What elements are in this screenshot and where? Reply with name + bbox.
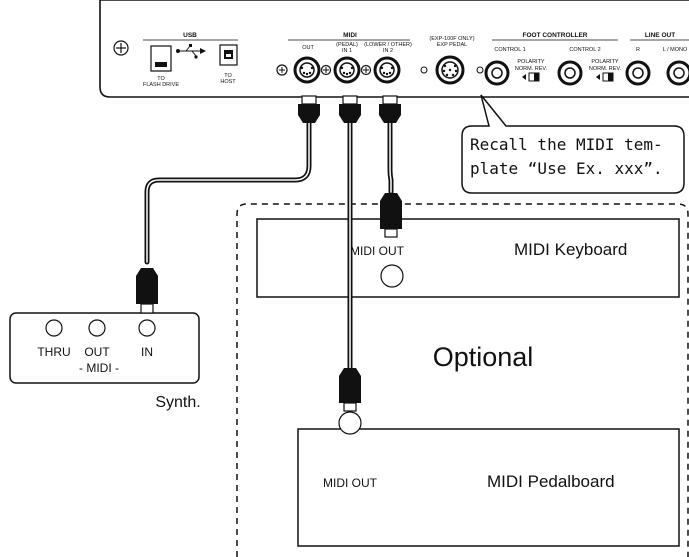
line-out-lmono-label: L / MONO [663, 47, 688, 53]
synth-out-port[interactable] [88, 319, 106, 337]
midi-header: MIDI [343, 32, 357, 39]
midi-in1-label-1: (PEDAL) [336, 42, 358, 48]
norm-rev2-label: NORM. REV. [589, 66, 622, 72]
control1-label: CONTROL 1 [494, 47, 525, 53]
rear-panel: USB TO FLASH DRIVE TO [99, 0, 689, 98]
midi-plug-icon [298, 95, 320, 123]
exp-label-2: EXP PEDAL [437, 42, 467, 48]
optional-area: Optional [236, 203, 689, 557]
polarity2-switch[interactable] [596, 72, 614, 82]
synth-thru-label: THRU [37, 345, 70, 359]
exp-pedal-section: (EXP-100F ONLY) EXP PEDAL [420, 36, 484, 85]
polarity1-switch[interactable] [522, 72, 540, 82]
midi-in2-label-2: IN 2 [383, 48, 393, 54]
exp-label-1: (EXP-100F ONLY) [429, 36, 474, 42]
pedalboard-midi-out-port[interactable] [338, 411, 362, 435]
usb-flash-port[interactable] [150, 45, 172, 72]
control2-jack[interactable] [557, 60, 583, 86]
usb-section: USB TO FLASH DRIVE TO [143, 32, 238, 88]
polarity1-label: POLARITY [517, 59, 545, 65]
usb-symbol-icon [176, 44, 206, 59]
synth-in-port[interactable] [138, 319, 156, 337]
keyboard-midi-out-label: MIDI OUT [350, 244, 405, 258]
foot-controller-section: FOOT CONTROLLER CONTROL 1 CONTROL 2 POLA… [484, 32, 622, 86]
synth-module: THRU OUT IN - MIDI - Synth. [9, 312, 201, 411]
synth-in-label: IN [141, 345, 153, 359]
midi-plug-icon [136, 268, 158, 314]
usb-host-label-1: TO [224, 73, 232, 79]
midi-pedalboard: MIDI OUT MIDI Pedalboard [297, 411, 680, 547]
synth-midi-label: - MIDI - [79, 361, 119, 375]
midi-in2-label-1: (LOWER / OTHER) [364, 42, 412, 48]
small-screw-icon [320, 64, 332, 76]
synth-out-label: OUT [84, 345, 110, 359]
midi-in1-label-2: IN 1 [342, 48, 352, 54]
midi-section: MIDI OUT (PEDAL) IN 1 (LOWER / OTHER) IN… [276, 32, 412, 84]
usb-flash-label-1: TO [157, 76, 165, 82]
polarity2-label: POLARITY [591, 59, 619, 65]
midi-out-jack[interactable] [293, 56, 321, 84]
ground-screw-icon [113, 40, 129, 56]
midi-in1-jack[interactable] [333, 56, 361, 84]
usb-host-label-2: HOST [220, 79, 236, 85]
keyboard-midi-out-port[interactable] [380, 264, 404, 288]
line-out-section: LINE OUT R L / MONO [625, 32, 689, 86]
midi-plug-icon [379, 95, 401, 123]
callout-box: Recall the MIDI tem- plate “Use Ex. xxx”… [461, 94, 685, 194]
foot-controller-header: FOOT CONTROLLER [523, 32, 588, 39]
line-out-r-label: R [636, 47, 640, 53]
midi-plug-icon [380, 193, 402, 238]
control1-jack[interactable] [484, 60, 510, 86]
midi-in2-jack[interactable] [373, 56, 401, 84]
pedalboard-name: MIDI Pedalboard [487, 472, 615, 491]
synth-name: Synth. [155, 394, 200, 411]
keyboard-name: MIDI Keyboard [514, 240, 627, 259]
usb-flash-label-2: FLASH DRIVE [143, 82, 179, 88]
line-out-r-jack[interactable] [625, 60, 651, 86]
control2-label: CONTROL 2 [569, 47, 600, 53]
usb-host-port[interactable] [219, 44, 238, 66]
small-screw-icon [360, 64, 372, 76]
small-screw-icon [276, 64, 288, 76]
line-out-header: LINE OUT [645, 32, 675, 39]
midi-cables [144, 119, 394, 371]
midi-out-label: OUT [302, 45, 314, 51]
synth-thru-port[interactable] [45, 319, 63, 337]
optional-label: Optional [433, 342, 534, 372]
callout-line-2: plate “Use Ex. xxx”. [470, 159, 663, 178]
pedalboard-midi-out-label: MIDI OUT [323, 476, 378, 490]
line-out-lmono-jack[interactable] [666, 60, 689, 86]
midi-plug-icon [339, 368, 361, 412]
midi-keyboard: MIDI OUT MIDI Keyboard [256, 218, 680, 298]
usb-header: USB [183, 32, 197, 39]
norm-rev1-label: NORM. REV. [515, 66, 548, 72]
exp-pedal-jack[interactable] [435, 55, 465, 85]
callout-line-1: Recall the MIDI tem- [470, 135, 663, 154]
midi-plug-icon [339, 95, 361, 123]
